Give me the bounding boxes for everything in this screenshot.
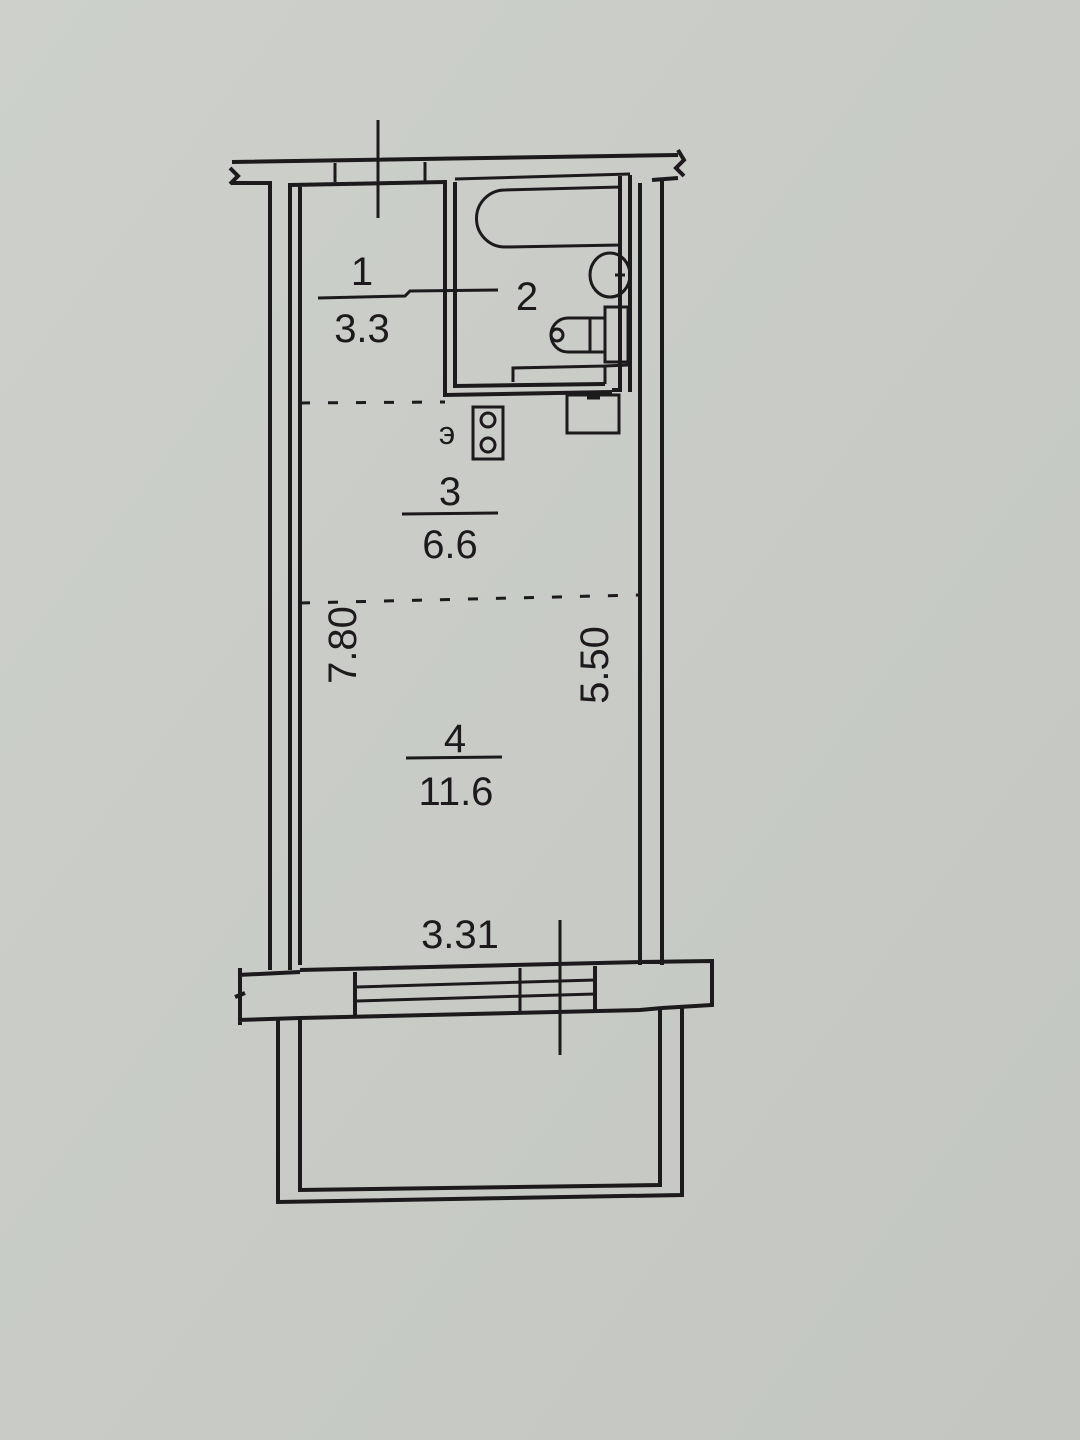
room-4-number: 4	[444, 717, 466, 761]
room-2-number: 2	[516, 275, 538, 319]
room-4-label: 4 11.6	[405, 717, 503, 814]
room-1-number: 1	[351, 250, 373, 294]
room-3-area: 6.6	[422, 523, 478, 567]
window-wall	[234, 920, 714, 1055]
room-1-area: 3.3	[334, 307, 390, 351]
room-4-area: 11.6	[419, 770, 494, 814]
bathroom	[443, 172, 632, 435]
balcony	[276, 1008, 684, 1205]
zone-divider-2	[299, 593, 641, 605]
zone-divider-1	[299, 400, 446, 405]
exterior-walls	[228, 120, 687, 970]
dimension-left-length: 7.80	[321, 606, 365, 684]
bathtub-icon	[475, 185, 622, 249]
dimension-width: 3.31	[421, 913, 499, 957]
room-3-label: 3 6.6	[401, 470, 499, 567]
room-1-label: 1 3.3	[317, 250, 499, 351]
toilet-icon	[549, 305, 630, 364]
dimension-right-length: 5.50	[573, 626, 617, 704]
stove-icon	[471, 405, 505, 461]
room-3-number: 3	[439, 470, 461, 514]
stove-label: э	[439, 415, 455, 451]
sink-icon	[588, 251, 632, 299]
